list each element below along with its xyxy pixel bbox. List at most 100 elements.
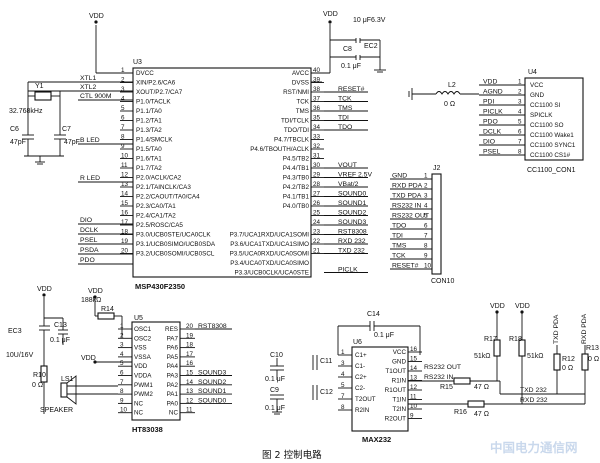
msp430-rpin-19-num: 21: [313, 248, 321, 255]
msp430-rpin-3-num: 37: [313, 96, 321, 103]
msp430-pin-16-num: 16: [121, 210, 129, 217]
cc1100-pin-3-name: CC1100 SI: [530, 102, 561, 109]
cc1100-pin-1-num: 1: [518, 79, 522, 86]
cc1100-ref: U4: [528, 69, 537, 76]
vdd-node: [94, 20, 98, 24]
msp430-pin-9-num: 9: [121, 143, 125, 150]
c7-ref: C7: [62, 126, 71, 133]
r12-value: 0 Ω: [562, 365, 573, 372]
msp430-rpin-16-net: SOUND3: [338, 219, 367, 226]
max232-pin-12-name: R1OUT: [385, 387, 406, 394]
c8-value: 0.1 μF: [341, 63, 361, 70]
msp430-pin-15-name: P2.3/CA0/TA1: [136, 203, 176, 210]
cc1100-pin-5-num: 5: [518, 119, 522, 126]
j2-pin-8-num: 8: [424, 243, 428, 250]
c8-ref: C8: [343, 46, 352, 53]
msp430-rpin-6-num: 34: [313, 124, 321, 131]
l2-ref: L2: [448, 82, 456, 89]
cc1100-pin-2-net: AGND: [483, 89, 503, 96]
j2-pin-6-num: 6: [424, 223, 428, 230]
msp430-rpin-18-net: RXD 232: [338, 238, 366, 245]
r17-value: 51kΩ: [474, 353, 491, 360]
r18-ref: R18: [509, 336, 522, 343]
msp430-pin-5-num: 5: [121, 105, 125, 112]
msp430-rpin-0-num: 40: [313, 67, 321, 74]
watermark: 中国电力通信网: [490, 440, 578, 455]
j2-pin-2-net: RXD PDA: [392, 183, 423, 190]
msp430-pin-17-name: P2.5/ROSC/CA5: [136, 222, 183, 229]
ht83038-pin-10-name: NC: [134, 410, 144, 417]
msp430-pin-7-num: 7: [121, 124, 125, 131]
xtl2-label: XTL2: [80, 84, 96, 91]
ec2-ref: EC2: [364, 43, 378, 50]
msp430-rpin-6-net: TDO: [338, 124, 352, 131]
msp430-rpin-3-name: TCK: [296, 99, 309, 106]
msp430-pin-16-name: P2.4/CA1/TA2: [136, 213, 176, 220]
msp430-rpin-12-name: P4.2/TB2: [283, 184, 310, 191]
max232-pin-11-name: T1IN: [392, 397, 406, 404]
vdd-label-u5-left: VDD: [37, 286, 52, 293]
net-dclk: DCLK: [80, 227, 99, 234]
max232-ref: U6: [353, 339, 362, 346]
r15-ref: R15: [440, 384, 453, 391]
msp430-pin-13-num: 13: [121, 181, 129, 188]
cc1100-pin-3-net: PDI: [483, 99, 494, 106]
msp430-rpin-5-num: 35: [313, 115, 321, 122]
ht83038-pin-8-num: 8: [120, 388, 124, 395]
msp430-pin-14-name: P2.2/CAOUT/TA0/CA4: [136, 194, 200, 201]
ht83038-pin-8-name: PWM2: [134, 391, 153, 398]
j2-pin-9-num: 9: [424, 253, 428, 260]
r10-value: 0 Ω: [32, 382, 43, 389]
net-rxdpda: RXD PDA: [581, 313, 588, 344]
msp430-rpin-11-net: VREF 2.5V: [338, 172, 372, 179]
j2-pin-7-net: TDI: [392, 233, 403, 240]
j2-part: CON10: [431, 278, 454, 285]
ls1-ref: LS1: [61, 376, 74, 383]
c14-ref: C14: [367, 311, 380, 318]
c13-value: 0.1 μF: [50, 337, 70, 344]
cc1100-pin-2-name: GND: [530, 92, 544, 99]
msp430-chip-body: [132, 67, 312, 278]
max232-pin-13-name: R1IN: [392, 378, 407, 385]
msp430-pin-10-num: 10: [121, 153, 129, 160]
msp430-rpin-13-name: P4.1/TB1: [283, 194, 310, 201]
j2-pin-8-net: TMS: [392, 243, 407, 250]
vdd-label-u3: VDD: [89, 13, 104, 20]
ht83038-pin-4-num: 4: [120, 351, 124, 358]
msp430-rpin-4-net: TMS: [338, 105, 353, 112]
y1-ref: Y1: [35, 83, 44, 90]
crystal-y1: [34, 91, 52, 101]
msp430-rpin-2-net: RESET#: [338, 86, 365, 93]
ht83038-pin-5-name: VDD: [134, 363, 148, 370]
msp430-rpin-5-net: TDI: [338, 115, 349, 122]
msp430-pin-19-name: P3.1/UCB0SIMO/UCB0SDA: [136, 241, 216, 248]
msp430-rpin-15-num: 25: [313, 210, 321, 217]
msp430-rpin-21-name: P3.3/UCB0CLK/UCA0STE: [234, 270, 309, 277]
msp430-pin-3-num: 3: [121, 86, 125, 93]
msp430-rpin-8-num: 32: [313, 143, 321, 150]
msp430-rpin-2-num: 38: [313, 86, 321, 93]
ht83038-pin-9-num: 9: [120, 397, 124, 404]
r14-ref: R14: [101, 306, 114, 313]
net-bled: B LED: [80, 137, 100, 144]
ht83038-pin-16-name: PA4: [167, 363, 179, 370]
r16-ref: R16: [454, 409, 467, 416]
ht83038-pin-11-name: NC: [169, 410, 179, 417]
msp430-rpin-10-name: P4.4/TB1: [283, 165, 310, 172]
msp430-pin-1-num: 1: [121, 67, 125, 74]
msp430-pin-18-num: 18: [121, 229, 129, 236]
j2-pin-3-num: 3: [424, 193, 428, 200]
cc1100-pin-6-num: 6: [518, 129, 522, 136]
r18-value: 51kΩ: [527, 353, 544, 360]
cc1100-pin-1-net: VDD: [483, 79, 497, 86]
ht83038-pin-13-name: PA1: [167, 391, 179, 398]
max232-pin-7-num: 7: [341, 393, 345, 400]
msp430-pin-7-name: P1.3/TA2: [136, 127, 162, 134]
max232-right-pins: 16VCC15GND14T1OUT13R1IN12R1OUT11T1IN10T2…: [385, 346, 422, 423]
r10-ref: R10: [33, 372, 46, 379]
ht83038-pin-3-num: 3: [120, 342, 124, 349]
j2-pin-5-net: RS232 OUT: [392, 213, 429, 220]
net-rxd232: RXD 232: [520, 397, 548, 404]
